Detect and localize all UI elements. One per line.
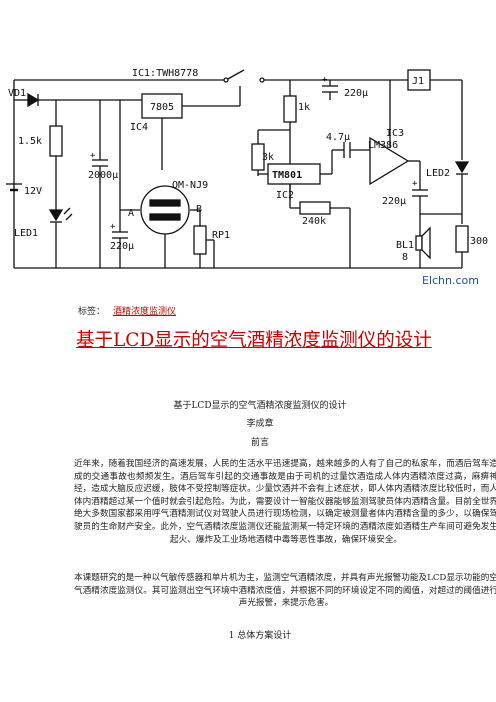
relay-j1 <box>407 69 431 91</box>
label-12v: 12V <box>24 186 42 197</box>
label-tm801: TM801 <box>272 170 302 181</box>
label-ic1: IC1:TWH8778 <box>132 68 198 79</box>
amplifier-lm386 <box>369 136 410 186</box>
label-300: 300 <box>470 236 488 247</box>
tag-row: 标签： 酒精浓度监测仪 <box>78 304 176 317</box>
article-author: 李成章 <box>246 419 274 429</box>
sensor-qm-nj9 <box>140 185 190 235</box>
label-ic2: IC2 <box>276 190 294 201</box>
label-ic3: IC3 <box>386 128 404 139</box>
label-j1: J1 <box>412 76 424 87</box>
article-subtitle: 基于LCD显示的空气酒精浓度监测仪的设计 <box>173 401 347 411</box>
section-preface: 前言 <box>250 438 269 448</box>
label-1k: 1k <box>298 102 310 113</box>
label-220u-left: 220μ <box>110 241 134 252</box>
label-4-7u: 4.7μ <box>326 132 350 143</box>
tag-label: 标签： <box>78 307 106 317</box>
resistor-1k <box>283 95 297 123</box>
potentiometer-rp1 <box>193 225 207 255</box>
led2-symbol <box>454 161 470 174</box>
circuit-diagram: IC1:TWH8778 VD1 1.5k 12V LED1 7805 IC4 2… <box>6 68 488 287</box>
label-3k: 3k <box>262 152 274 163</box>
label-240k: 240k <box>302 216 326 227</box>
label-led2: LED2 <box>426 168 450 179</box>
diode-vd1 <box>27 92 40 108</box>
label-220u-top: 220μ <box>344 88 368 99</box>
switch-ic1 <box>225 69 245 81</box>
label-220u-right: 220μ <box>382 196 406 207</box>
section-heading-1: 1 总体方案设计 <box>228 631 292 641</box>
plus-sign: + <box>90 151 96 161</box>
label-pin-b: B <box>196 204 202 215</box>
plus-sign: + <box>412 179 418 189</box>
label-lm386: LM386 <box>368 140 398 151</box>
label-ic4: IC4 <box>130 122 148 133</box>
label-bl1-ohm: 8 <box>402 252 408 263</box>
watermark: Elchn.com <box>422 274 479 287</box>
label-2000u: 2000μ <box>88 170 118 181</box>
led1-symbol <box>48 209 64 222</box>
label-rp1: RP1 <box>212 230 230 241</box>
plus-sign: + <box>110 222 116 232</box>
plus-sign: + <box>322 75 328 85</box>
label-7805: 7805 <box>150 102 174 113</box>
label-1-5k: 1.5k <box>18 136 42 147</box>
resistor-1-5k <box>49 125 63 157</box>
label-pin-a: A <box>128 208 134 219</box>
article-title[interactable]: 基于LCD显示的空气酒精浓度监测仪的设计 <box>76 330 432 351</box>
tag-link[interactable]: 酒精浓度监测仪 <box>113 307 177 317</box>
resistor-240k <box>299 201 331 215</box>
label-led1: LED1 <box>14 228 38 239</box>
resistor-300 <box>455 225 469 253</box>
label-bl1: BL1 <box>396 240 414 251</box>
label-vd1: VD1 <box>8 88 26 99</box>
paragraph-intro: 近年来，随着我国经济的高速发展，人民的生活水平迅速提高，越来越多的人有了自己的私… <box>74 459 496 545</box>
label-qm-nj9: QM-NJ9 <box>172 180 208 191</box>
paragraph-project: 本课题研究的是一种以气敏传感器和单片机为主，监测空气酒精浓度，并具有声光报警功能… <box>74 573 496 609</box>
speaker-bl1 <box>415 235 423 251</box>
